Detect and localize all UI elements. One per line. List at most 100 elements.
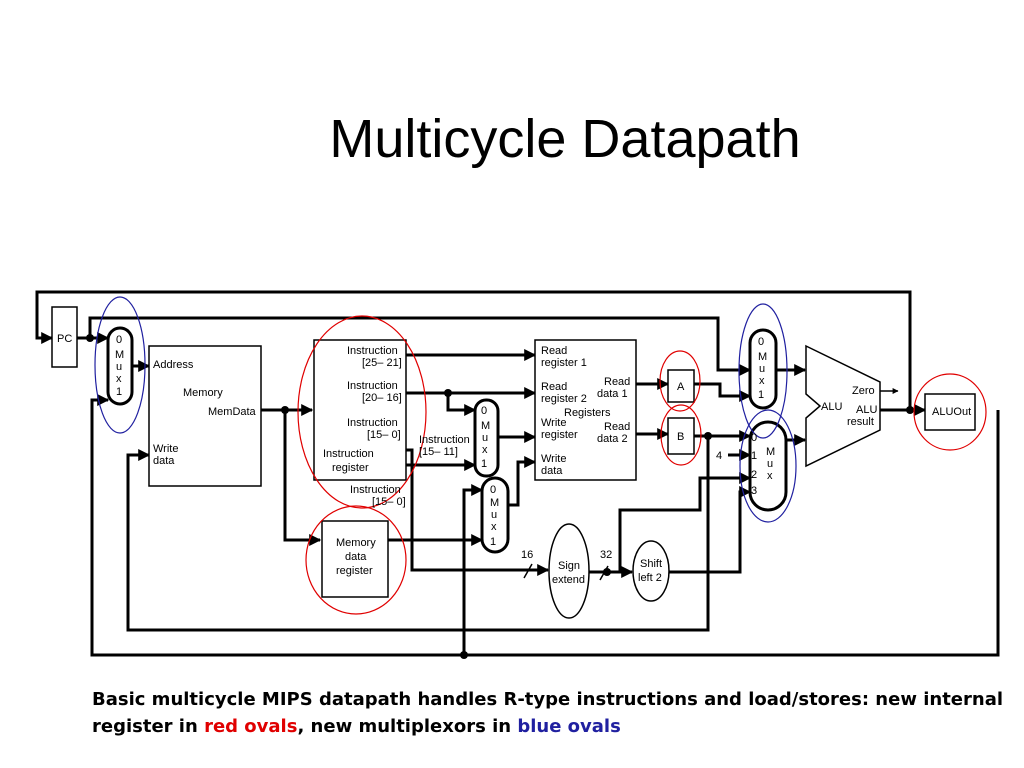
alu-unit xyxy=(805,344,881,468)
red-oval-ir xyxy=(297,315,427,509)
components xyxy=(51,306,976,619)
svg-text:[25– 21]: [25– 21] xyxy=(362,357,402,369)
svg-text:x: x xyxy=(491,521,497,533)
svg-text:Instruction: Instruction xyxy=(419,434,470,446)
svg-text:[15– 0]: [15– 0] xyxy=(372,496,406,508)
wire-pc-feedback xyxy=(35,290,912,410)
mux-regdst xyxy=(473,398,500,478)
svg-text:ALU: ALU xyxy=(856,404,877,416)
wire-pc-to-alu-mux xyxy=(88,316,752,376)
svg-text:[15– 11]: [15– 11] xyxy=(419,446,458,458)
svg-text:Read: Read xyxy=(541,381,567,393)
svg-text:Write: Write xyxy=(541,417,566,429)
svg-text:0: 0 xyxy=(116,334,122,346)
svg-text:register: register xyxy=(336,565,373,577)
diagram-labels: PC 0 M u x 1 Address Memory MemData Writ… xyxy=(57,333,971,586)
wire-signext-to-mux xyxy=(607,472,752,574)
mux-memtoreg xyxy=(480,476,510,554)
memory-unit xyxy=(148,345,262,487)
memory-label: Memory xyxy=(183,387,223,399)
svg-text:0: 0 xyxy=(758,336,764,348)
svg-text:[20– 16]: [20– 16] xyxy=(362,392,402,404)
svg-text:Instruction: Instruction xyxy=(347,345,398,357)
svg-text:result: result xyxy=(847,416,874,428)
svg-text:data: data xyxy=(345,551,367,563)
svg-text:data: data xyxy=(153,455,175,467)
caption-part2: , new multiplexors in xyxy=(297,716,518,737)
svg-text:Shift: Shift xyxy=(640,558,662,570)
slide-title: Multicycle Datapath xyxy=(329,109,801,169)
svg-text:0: 0 xyxy=(490,484,496,496)
svg-text:u: u xyxy=(482,432,488,444)
wire-shift-out xyxy=(668,486,752,574)
junction-dots xyxy=(86,334,914,659)
svg-text:Write: Write xyxy=(153,443,178,455)
red-oval-mdr xyxy=(305,505,407,615)
wire-a-to-mux xyxy=(694,382,752,402)
svg-text:Write: Write xyxy=(541,453,566,465)
aluout-label: ALUOut xyxy=(932,406,971,418)
svg-text:Instruction: Instruction xyxy=(323,448,374,460)
register-file xyxy=(534,339,637,481)
memory-data-register xyxy=(321,520,389,598)
svg-text:0: 0 xyxy=(751,432,757,444)
svg-text:0: 0 xyxy=(481,405,487,417)
svg-text:data 2: data 2 xyxy=(597,433,628,445)
svg-text:Instruction: Instruction xyxy=(350,484,401,496)
svg-text:M: M xyxy=(758,351,767,363)
svg-text:2: 2 xyxy=(751,469,757,481)
svg-text:u: u xyxy=(491,509,497,521)
highlight-ovals xyxy=(94,296,987,615)
instruction-register xyxy=(313,339,407,481)
address-label: Address xyxy=(153,359,194,371)
svg-text:M: M xyxy=(766,446,775,458)
svg-text:x: x xyxy=(116,373,122,385)
svg-text:1: 1 xyxy=(490,536,496,548)
svg-text:32: 32 xyxy=(600,549,612,561)
mux-alusrcb xyxy=(748,420,788,512)
svg-text:x: x xyxy=(767,470,773,482)
registers-label: Registers xyxy=(564,407,611,419)
wire-memtoreg-out xyxy=(508,456,537,507)
svg-text:register: register xyxy=(541,429,578,441)
caption-blue-ovals: blue ovals xyxy=(517,716,621,737)
svg-text:u: u xyxy=(759,363,765,375)
svg-text:u: u xyxy=(767,458,773,470)
wire-b-to-memwrite xyxy=(126,436,710,632)
svg-text:data: data xyxy=(541,465,563,477)
svg-text:data 1: data 1 xyxy=(597,388,628,400)
aluout-register xyxy=(924,393,976,431)
svg-text:Memory: Memory xyxy=(336,537,376,549)
red-oval-a xyxy=(659,350,701,412)
svg-text:M: M xyxy=(115,349,124,361)
svg-text:register 2: register 2 xyxy=(541,393,587,405)
wire-aluout-to-addr xyxy=(90,394,464,657)
wire-imm-branch xyxy=(405,448,550,576)
red-oval-aluout xyxy=(913,373,987,451)
datapath-diagram: PC 0 M u x 1 Address Memory MemData Writ… xyxy=(35,290,1000,659)
svg-text:1: 1 xyxy=(481,458,487,470)
svg-text:B: B xyxy=(677,431,684,443)
svg-text:A: A xyxy=(677,381,685,393)
wire-rt-to-mux xyxy=(446,393,477,416)
svg-text:extend: extend xyxy=(552,574,585,586)
svg-text:16: 16 xyxy=(521,549,533,561)
svg-text:M: M xyxy=(490,497,499,509)
svg-text:Read: Read xyxy=(604,376,630,388)
shift-left-2-unit xyxy=(632,540,670,602)
svg-text:x: x xyxy=(759,375,765,387)
svg-text:M: M xyxy=(481,420,490,432)
pc-register xyxy=(51,306,78,368)
svg-text:Instruction: Instruction xyxy=(347,380,398,392)
caption-part1: Basic multicycle MIPS datapath handles R… xyxy=(92,689,1004,737)
red-oval-b xyxy=(660,404,702,466)
pc-label: PC xyxy=(57,333,72,345)
svg-text:[15– 0]: [15– 0] xyxy=(367,429,401,441)
register-b xyxy=(667,417,695,455)
blue-oval-alusrca xyxy=(738,303,788,439)
svg-text:1: 1 xyxy=(751,450,757,462)
svg-text:register 1: register 1 xyxy=(541,357,587,369)
svg-text:register: register xyxy=(332,462,369,474)
alu-label: ALU xyxy=(821,401,842,413)
memdata-label: MemData xyxy=(208,406,257,418)
